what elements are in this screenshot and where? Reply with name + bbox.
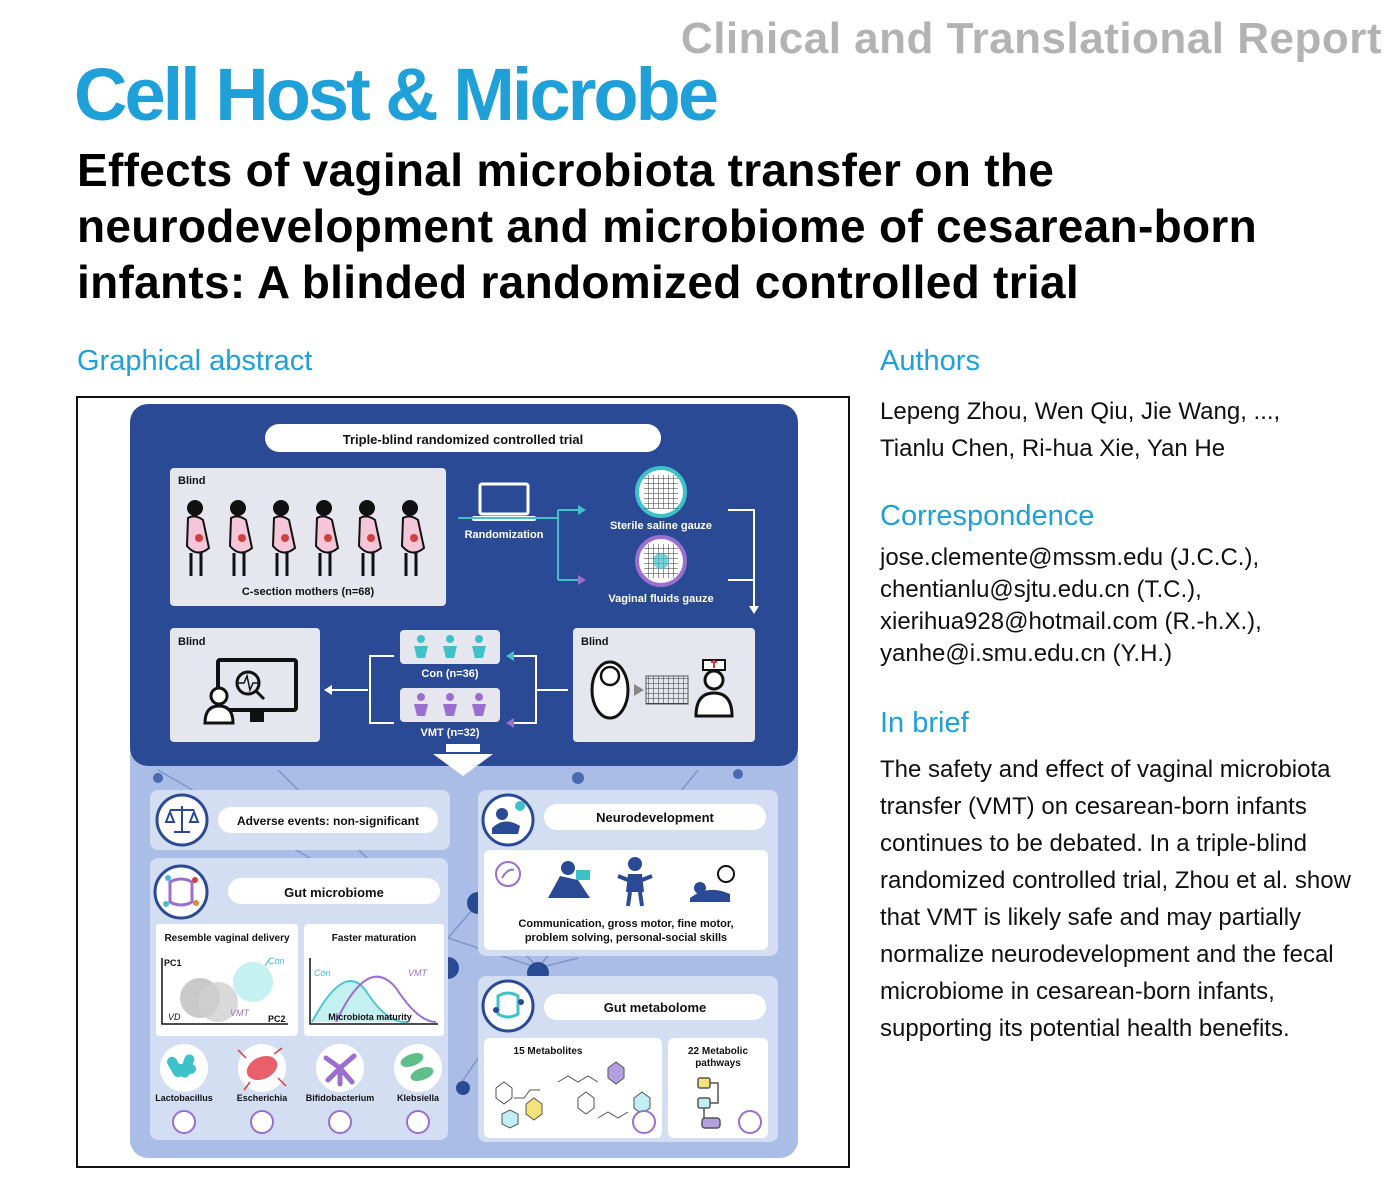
vmt-curve-label: VMT	[408, 968, 429, 978]
randomization-arrow-lines	[458, 509, 583, 581]
vaginal-label: Vaginal fluids gauze	[608, 593, 713, 605]
email-link[interactable]: yanhe@i.smu.edu.cn (Y.H.)	[880, 640, 1173, 667]
scale-icon	[164, 806, 200, 833]
arrow-to-vaginal	[578, 575, 586, 585]
graphical-abstract-svg: Triple-blind randomized controlled trial…	[130, 404, 798, 1158]
intestine-icon-bg	[153, 864, 209, 920]
adverse-label: Adverse events: non-significant	[237, 814, 419, 828]
correspondence-list: jose.clemente@mssm.edu (J.C.C.), chentia…	[880, 542, 1390, 670]
neuro-icon-bg	[481, 793, 535, 847]
maturity-label: Microbiota maturity	[328, 1012, 412, 1022]
gauze-bracket	[728, 509, 755, 610]
blind-label: Blind	[178, 475, 206, 487]
saline-gauze-icon	[635, 466, 687, 518]
authors-list: Lepeng Zhou, Wen Qiu, Jie Wang, ..., Tia…	[880, 393, 1380, 467]
group-lines-right	[508, 655, 568, 724]
pathways-label-1: 22 Metabolic	[688, 1046, 748, 1057]
metabolites-label: 15 Metabolites	[514, 1046, 583, 1057]
email-link[interactable]: chentianlu@sjtu.edu.cn (T.C.),	[880, 576, 1202, 603]
arrow-head-con	[506, 651, 514, 661]
arrow-head-vmt	[506, 718, 514, 728]
journal-name: Cell Host & Microbe	[74, 53, 719, 136]
metabolites-improve-icon	[632, 1110, 656, 1134]
vaginal-gauze-icon	[635, 535, 687, 587]
metabolome-pill	[544, 994, 766, 1020]
pathways-improve-icon	[738, 1110, 762, 1134]
vd-label: VD	[168, 1012, 181, 1022]
article-title: Effects of vaginal microbiota transfer o…	[77, 144, 1257, 308]
con-curve-label: Con	[314, 968, 331, 978]
randomization-label: Randomization	[465, 529, 544, 541]
arrow-to-saline	[578, 505, 586, 515]
mothers-icons	[185, 500, 426, 576]
neuro-label: Neurodevelopment	[596, 810, 714, 825]
adverse-pill	[218, 807, 438, 833]
gut-microbiome-pill	[228, 878, 440, 904]
mothers-label: C-section mothers (n=68)	[242, 586, 375, 598]
bacteria-label-1: Escherichia	[237, 1093, 289, 1103]
neuro-inner	[484, 850, 768, 950]
group-lines-left	[369, 655, 394, 724]
trial-label-pill	[265, 424, 661, 452]
in-brief-heading: In brief	[880, 707, 969, 739]
pathways-label-2: pathways	[695, 1058, 741, 1069]
molecules-icon	[495, 1061, 651, 1129]
authors-line: Lepeng Zhou, Wen Qiu, Jie Wang, ...,	[880, 398, 1281, 425]
email-link[interactable]: xierihua928@hotmail.com (R.-h.X.),	[880, 608, 1262, 635]
gut-microbiome-label: Gut microbiome	[284, 885, 384, 900]
faster-label: Faster maturation	[332, 933, 416, 944]
correspondence-heading: Correspondence	[880, 500, 1095, 532]
trial-label: Triple-blind randomized controlled trial	[343, 432, 584, 447]
resemble-label: Resemble vaginal delivery	[164, 933, 290, 944]
transfer-gauze-icon	[634, 675, 689, 705]
arrow-down-right	[749, 606, 759, 614]
metabolome-label: Gut metabolome	[604, 1000, 707, 1015]
vmt-pca-label: VMT	[230, 1008, 251, 1018]
graphical-abstract-figure: Triple-blind randomized controlled trial…	[76, 396, 850, 1168]
authors-line: Tianlu Chen, Ri-hua Xie, Yan He	[880, 435, 1226, 462]
graphical-abstract-heading: Graphical abstract	[77, 345, 313, 377]
authors-heading: Authors	[880, 345, 980, 377]
bacteria-label-0: Lactobacillus	[155, 1093, 213, 1103]
con-pca-label: Con	[268, 956, 285, 966]
neuro-desc-line1: Communication, gross motor, fine motor,	[518, 918, 733, 930]
nurse-icon	[694, 659, 734, 718]
pathway-icon	[697, 1077, 721, 1129]
metabolome-icon-bg	[481, 979, 535, 1033]
vmt-label: VMT (n=32)	[421, 727, 480, 739]
con-infants-icon	[414, 635, 486, 658]
email-link[interactable]: jose.clemente@mssm.edu (J.C.C.),	[880, 544, 1260, 571]
metabolome-icon	[493, 991, 524, 1019]
blind-label-2: Blind	[178, 636, 206, 648]
blind-label-3: Blind	[581, 636, 609, 648]
bacteria-label-2: Bifidobacterium	[306, 1093, 375, 1103]
intestine-icon	[163, 875, 199, 907]
neuro-pill	[544, 804, 766, 830]
baby-icon	[590, 660, 630, 720]
neuro-improve-icon	[495, 861, 521, 887]
pc1-label: PC1	[164, 958, 182, 968]
report-type: Clinical and Translational Report	[680, 14, 1382, 63]
bacteria-row	[160, 1044, 442, 1092]
crawling-baby-icon	[492, 801, 525, 834]
monitor-icon	[203, 658, 298, 725]
child-activity-icons	[548, 857, 735, 907]
pc2-label: PC2	[268, 1014, 286, 1024]
bacteria-improve-icons	[172, 1110, 430, 1134]
arrow-head-assessment	[324, 685, 332, 695]
saline-label: Sterile saline gauze	[610, 520, 712, 532]
bacteria-label-3: Klebsiella	[397, 1093, 440, 1103]
vmt-infants-icon	[414, 693, 486, 716]
con-label: Con (n=36)	[421, 668, 478, 680]
pca-plot	[161, 957, 288, 1025]
neuro-improve-arrow	[501, 868, 515, 879]
big-down-arrow	[433, 744, 493, 776]
klebsiella-icon	[394, 1044, 442, 1092]
maturity-plot	[309, 958, 438, 1025]
in-brief-text: The safety and effect of vaginal microbi…	[880, 756, 1351, 1042]
neuro-desc-line2: problem solving, personal-social skills	[525, 932, 727, 944]
